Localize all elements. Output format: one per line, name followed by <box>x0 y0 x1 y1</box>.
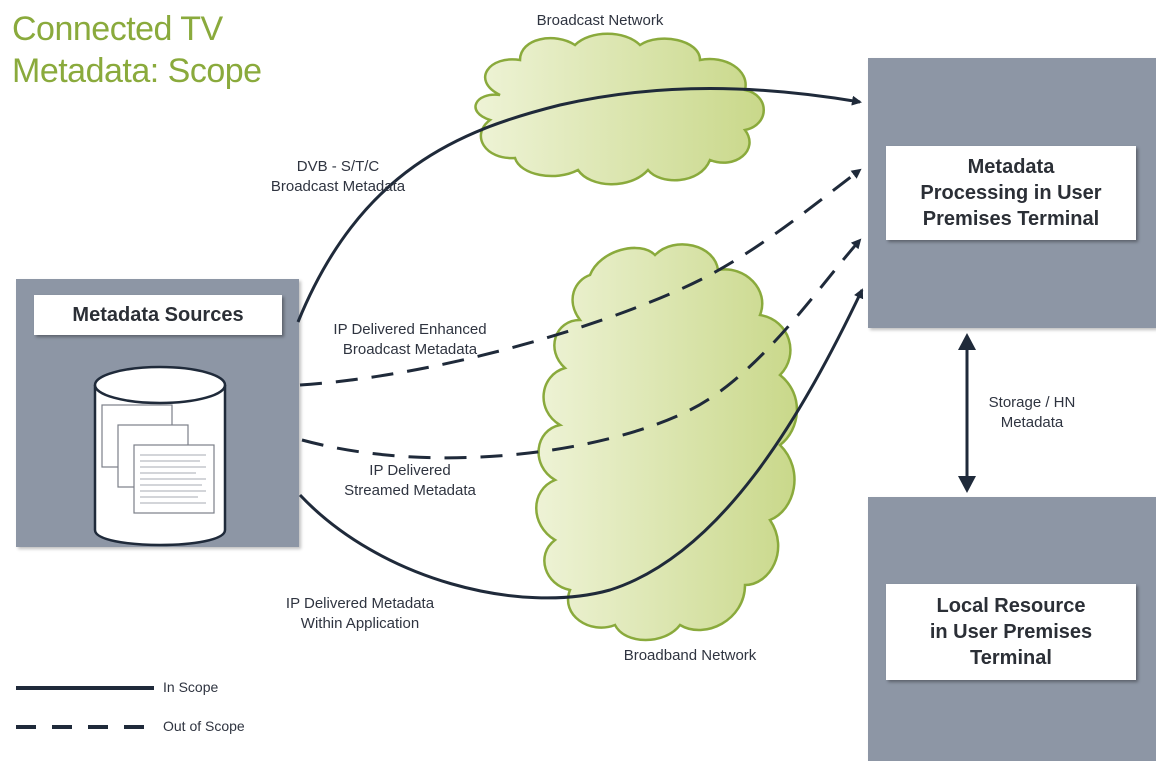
broadcast-network-label: Broadcast Network <box>536 12 664 29</box>
edge-dvb <box>296 87 862 323</box>
ip-application-label: IP Delivered Metadata Within Application <box>285 595 435 632</box>
title-line-1: Connected TV <box>12 10 223 48</box>
database-icon <box>93 365 227 547</box>
sources-label: Metadata Sources <box>34 295 282 335</box>
edge-ip-application <box>298 288 864 600</box>
edge-ip-streamed <box>301 238 862 460</box>
storage-arrow-up-icon <box>958 333 976 350</box>
dvb-label: DVB - S/T/C Broadcast Metadata <box>270 158 406 195</box>
local-resource-label: Local Resource in User Premises Terminal <box>886 584 1136 680</box>
edge-ip-enhanced <box>299 168 862 387</box>
broadband-network-label: Broadband Network <box>623 647 757 664</box>
legend-out-of-scope: Out of Scope <box>163 718 245 734</box>
processing-label: Metadata Processing in User Premises Ter… <box>886 146 1136 240</box>
document-stack-icon <box>101 404 215 514</box>
legend-in-scope: In Scope <box>163 679 219 695</box>
title-line-2: Metadata: Scope <box>12 52 262 90</box>
broadcast-cloud <box>474 32 765 186</box>
storage-label: Storage / HN Metadata <box>988 394 1076 431</box>
storage-arrow-down-icon <box>958 476 976 493</box>
ip-enhanced-label: IP Delivered Enhanced Broadcast Metadata <box>333 321 487 358</box>
ip-streamed-label: IP Delivered Streamed Metadata <box>344 462 476 499</box>
broadband-cloud <box>535 243 799 642</box>
page-title: Connected TV Metadata: Scope <box>12 8 262 92</box>
